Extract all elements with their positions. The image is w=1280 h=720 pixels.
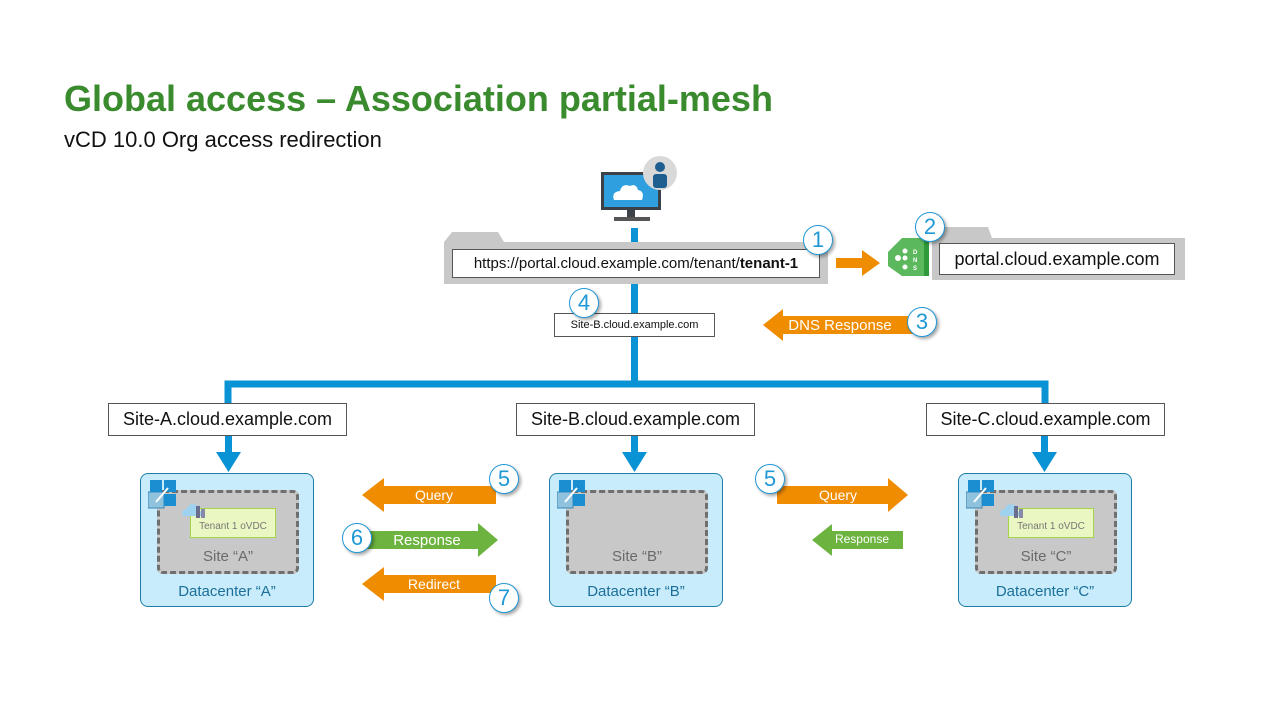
datacenter-c: Tenant 1 oVDC Site “C” Datacenter “C” bbox=[958, 473, 1132, 607]
svg-text:D: D bbox=[913, 250, 918, 256]
site-b: Site “B” bbox=[566, 490, 708, 574]
response-a-to-b-arrow bbox=[366, 523, 498, 557]
tenant-url-tenant: tenant-1 bbox=[739, 255, 799, 272]
svg-text:S: S bbox=[913, 266, 917, 272]
response-c-to-b-arrow bbox=[812, 524, 903, 556]
monitor-with-user-icon bbox=[601, 156, 677, 221]
step-5-badge-bc: 5 bbox=[755, 464, 785, 494]
dns-response-arrow bbox=[763, 309, 915, 341]
redirect-b-to-a-arrow bbox=[362, 567, 496, 601]
query-dns-arrow bbox=[836, 250, 880, 276]
site-b-label: Site “B” bbox=[611, 548, 662, 565]
step-7-badge: 7 bbox=[489, 583, 519, 613]
step-6-badge: 6 bbox=[342, 523, 372, 553]
arrow-to-site-a bbox=[216, 434, 241, 472]
query-b-to-c-label: Query bbox=[818, 487, 858, 503]
slide-subtitle: vCD 10.0 Org access redirection bbox=[64, 127, 382, 152]
cloud-building-icon bbox=[182, 504, 205, 518]
vcd-site-icon bbox=[148, 480, 176, 509]
datacenter-a: Tenant 1 oVDC Site “A” Datacenter “A” bbox=[140, 473, 314, 607]
datacenter-b: Site “B” Datacenter “B” bbox=[549, 473, 723, 607]
query-b-to-c-arrow bbox=[777, 478, 908, 512]
datacenter-b-label: Datacenter “B” bbox=[587, 583, 685, 600]
dns-server-icon: D N S bbox=[888, 238, 929, 276]
step-2-badge: 2 bbox=[915, 212, 945, 242]
step-3-badge: 3 bbox=[907, 307, 937, 337]
site-c: Tenant 1 oVDC Site “C” bbox=[975, 490, 1117, 574]
datacenter-c-label: Datacenter “C” bbox=[995, 583, 1095, 600]
site-c-label: Site “C” bbox=[1020, 548, 1072, 565]
svg-text:N: N bbox=[913, 258, 917, 264]
client-connector bbox=[631, 228, 638, 242]
tenant-url-box: https://portal.cloud.example.com/tenant/… bbox=[452, 249, 820, 278]
vcd-site-icon bbox=[966, 480, 994, 509]
vcd-site-icon bbox=[557, 480, 585, 509]
step-1-badge: 1 bbox=[803, 225, 833, 255]
step-4-badge: 4 bbox=[569, 288, 599, 318]
dns-query-name-box: portal.cloud.example.com bbox=[939, 243, 1175, 275]
dns-response-label: DNS Response bbox=[788, 317, 892, 334]
response-c-to-b-label: Response bbox=[834, 532, 890, 546]
redirect-b-to-a-label: Redirect bbox=[407, 576, 461, 592]
cloud-building-icon bbox=[1000, 504, 1023, 518]
slide-title: Global access – Association partial-mesh bbox=[64, 78, 773, 119]
query-b-to-a-arrow bbox=[362, 478, 496, 512]
site-b-hostname-box: Site-B.cloud.example.com bbox=[516, 403, 755, 436]
site-a-label: Site “A” bbox=[202, 548, 253, 565]
step-5-badge: 5 bbox=[489, 464, 519, 494]
datacenter-a-label: Datacenter “A” bbox=[178, 583, 276, 600]
site-a-hostname-box: Site-A.cloud.example.com bbox=[108, 403, 347, 436]
query-b-to-a-label: Query bbox=[414, 487, 454, 503]
tenant-url-prefix: https://portal.cloud.example.com/tenant/ bbox=[473, 255, 740, 272]
site-c-hostname-box: Site-C.cloud.example.com bbox=[926, 403, 1165, 436]
arrow-to-site-c bbox=[1032, 434, 1057, 472]
arrow-to-site-b bbox=[622, 434, 647, 472]
site-bus-connector bbox=[224, 380, 1049, 420]
response-a-to-b-label: Response bbox=[393, 532, 461, 549]
